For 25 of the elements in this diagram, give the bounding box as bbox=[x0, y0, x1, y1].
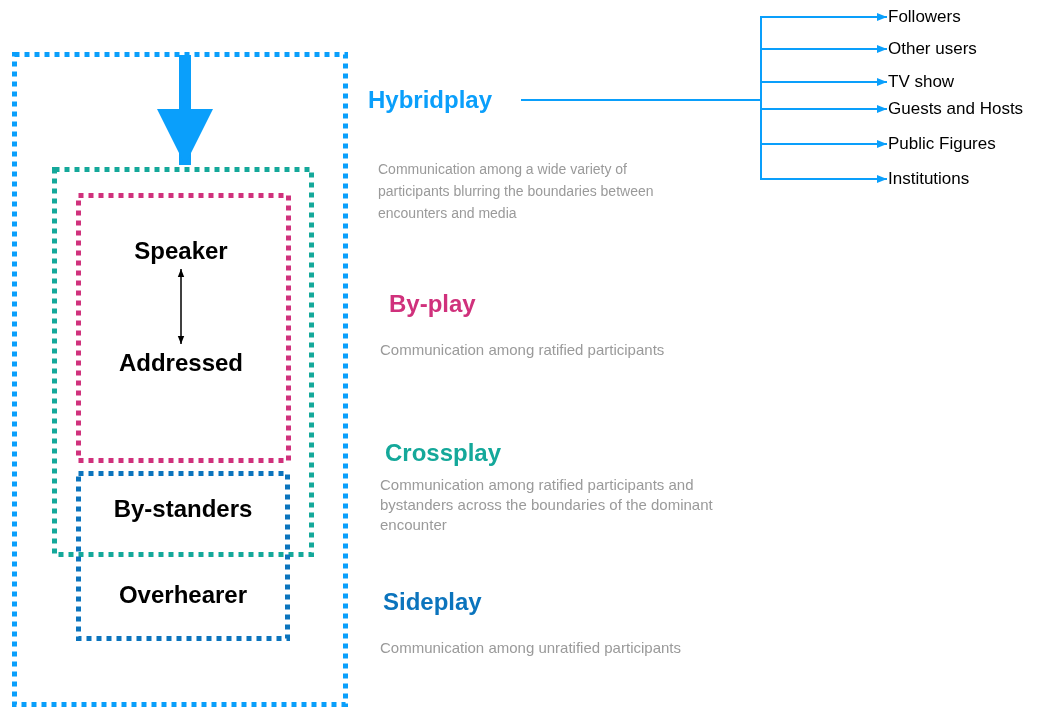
participant-label: By-standers bbox=[91, 492, 275, 526]
participant-label: Other users bbox=[888, 38, 1008, 60]
dotted-frame bbox=[12, 52, 348, 707]
participant-label: Overhearer bbox=[96, 578, 270, 612]
arrow bbox=[177, 268, 185, 345]
description-text: Communication among a wide variety of participants blurring the boundaries between encounters and media bbox=[378, 160, 655, 223]
participant-label: Addressed bbox=[101, 346, 261, 380]
participant-label: Speaker bbox=[111, 235, 251, 267]
participant-label: Hybridplay bbox=[368, 84, 521, 116]
participant-label: Public Figures bbox=[888, 133, 1028, 155]
thick-arrow bbox=[157, 55, 213, 165]
description-text: Communication among ratified participants and bystanders across the boundaries of the dominant encounter bbox=[380, 475, 714, 535]
participant-label: Followers bbox=[888, 6, 1008, 28]
dotted-frame bbox=[52, 167, 314, 557]
section-heading: By-play bbox=[389, 289, 477, 319]
dotted-frame bbox=[76, 193, 291, 463]
participant-label: Guests and Hosts bbox=[888, 98, 1053, 120]
description-text: Communication among unratified participants bbox=[380, 638, 682, 658]
participant-label: Institutions bbox=[888, 168, 1008, 190]
section-heading: Crossplay bbox=[385, 438, 503, 468]
description-text: Communication among ratified participants bbox=[380, 340, 666, 360]
arrow bbox=[520, 99, 888, 183]
section-heading: Sideplay bbox=[383, 587, 483, 617]
participant-label: TV show bbox=[888, 71, 1008, 93]
dotted-frame bbox=[76, 471, 290, 641]
